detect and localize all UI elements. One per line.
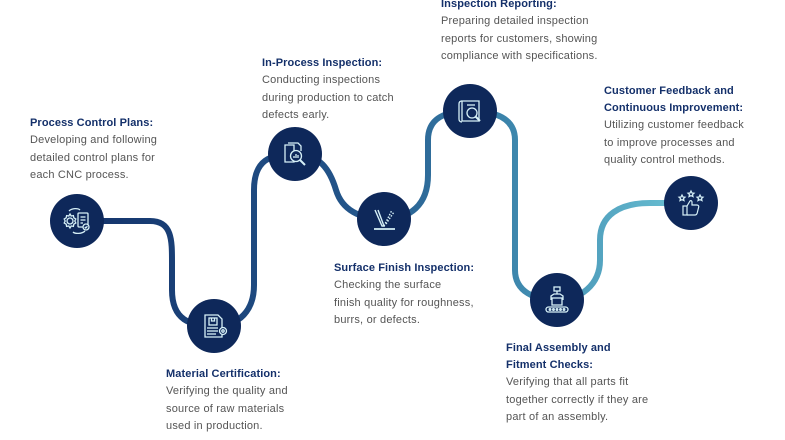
step-node-inspection-reporting — [443, 84, 497, 138]
step-description-line: during production to catch — [262, 91, 394, 104]
step-title-line: Fitment Checks: — [506, 359, 594, 371]
step-title: Material Certification: — [166, 368, 281, 380]
step-description-line: detailed control plans for — [30, 151, 156, 164]
step-description-line: Verifying the quality and — [166, 385, 288, 397]
step-node-customer-feedback — [664, 176, 718, 230]
surface-finish-icon — [374, 209, 395, 230]
step-text-surface-finish: Surface Finish Inspection: Checking the … — [334, 260, 534, 330]
step-title: Process Control Plans: — [30, 117, 154, 129]
step-text-process-control: Process Control Plans: Developing and fo… — [30, 115, 220, 185]
step-node-in-process-inspection — [268, 127, 322, 181]
thumbs-up-stars-icon — [677, 189, 705, 216]
assembly-conveyor-icon — [545, 286, 569, 313]
report-magnifier-icon — [458, 100, 481, 123]
step-text-final-assembly: Final Assembly and Fitment Checks: Verif… — [506, 340, 696, 427]
step-description-line: Utilizing customer feedback — [604, 119, 744, 131]
step-node-process-control — [50, 194, 104, 248]
certificate-icon — [204, 314, 228, 338]
step-text-material-certification: Material Certification: Verifying the qu… — [166, 366, 356, 436]
step-description-line: Conducting inspections — [262, 74, 381, 86]
step-description-line: finish quality for roughness, — [334, 296, 474, 309]
step-description-line: source of raw materials — [166, 402, 285, 415]
step-description-line: used in production. — [166, 420, 263, 432]
document-magnifier-icon — [284, 142, 306, 166]
step-description-line: Checking the surface — [334, 279, 442, 291]
gear-document-cycle-icon — [63, 207, 90, 235]
step-description-line: reports for customers, showing — [441, 32, 598, 45]
step-title: In-Process Inspection: — [262, 57, 383, 69]
step-description-line: part of an assembly. — [506, 411, 609, 423]
step-description-line: each CNC process. — [30, 169, 129, 181]
step-title-line: Final Assembly and — [506, 342, 611, 354]
step-title-line: Customer Feedback and — [604, 85, 734, 97]
step-description-line: Verifying that all parts fit — [506, 376, 629, 388]
step-description-line: together correctly if they are — [506, 393, 649, 406]
step-node-material-certification — [187, 299, 241, 353]
step-description-line: quality control methods. — [604, 154, 725, 166]
step-description-line: compliance with specifications. — [441, 50, 598, 62]
step-text-inspection-reporting: Inspection Reporting: Preparing detailed… — [441, 0, 641, 66]
step-title: Surface Finish Inspection: — [334, 262, 475, 274]
step-node-surface-finish — [357, 192, 411, 246]
step-title: Inspection Reporting: — [441, 0, 557, 10]
step-description-line: defects early. — [262, 109, 330, 121]
step-text-in-process-inspection: In-Process Inspection: Conducting inspec… — [262, 55, 452, 125]
step-description-line: burrs, or defects. — [334, 314, 421, 326]
step-text-customer-feedback: Customer Feedback and Continuous Improve… — [604, 83, 785, 170]
step-description-line: Developing and following — [30, 134, 158, 146]
step-description-line: to improve processes and — [604, 136, 735, 149]
step-node-final-assembly — [530, 273, 584, 327]
step-title-line: Continuous Improvement: — [604, 102, 744, 114]
step-description-line: Preparing detailed inspection — [441, 15, 589, 27]
